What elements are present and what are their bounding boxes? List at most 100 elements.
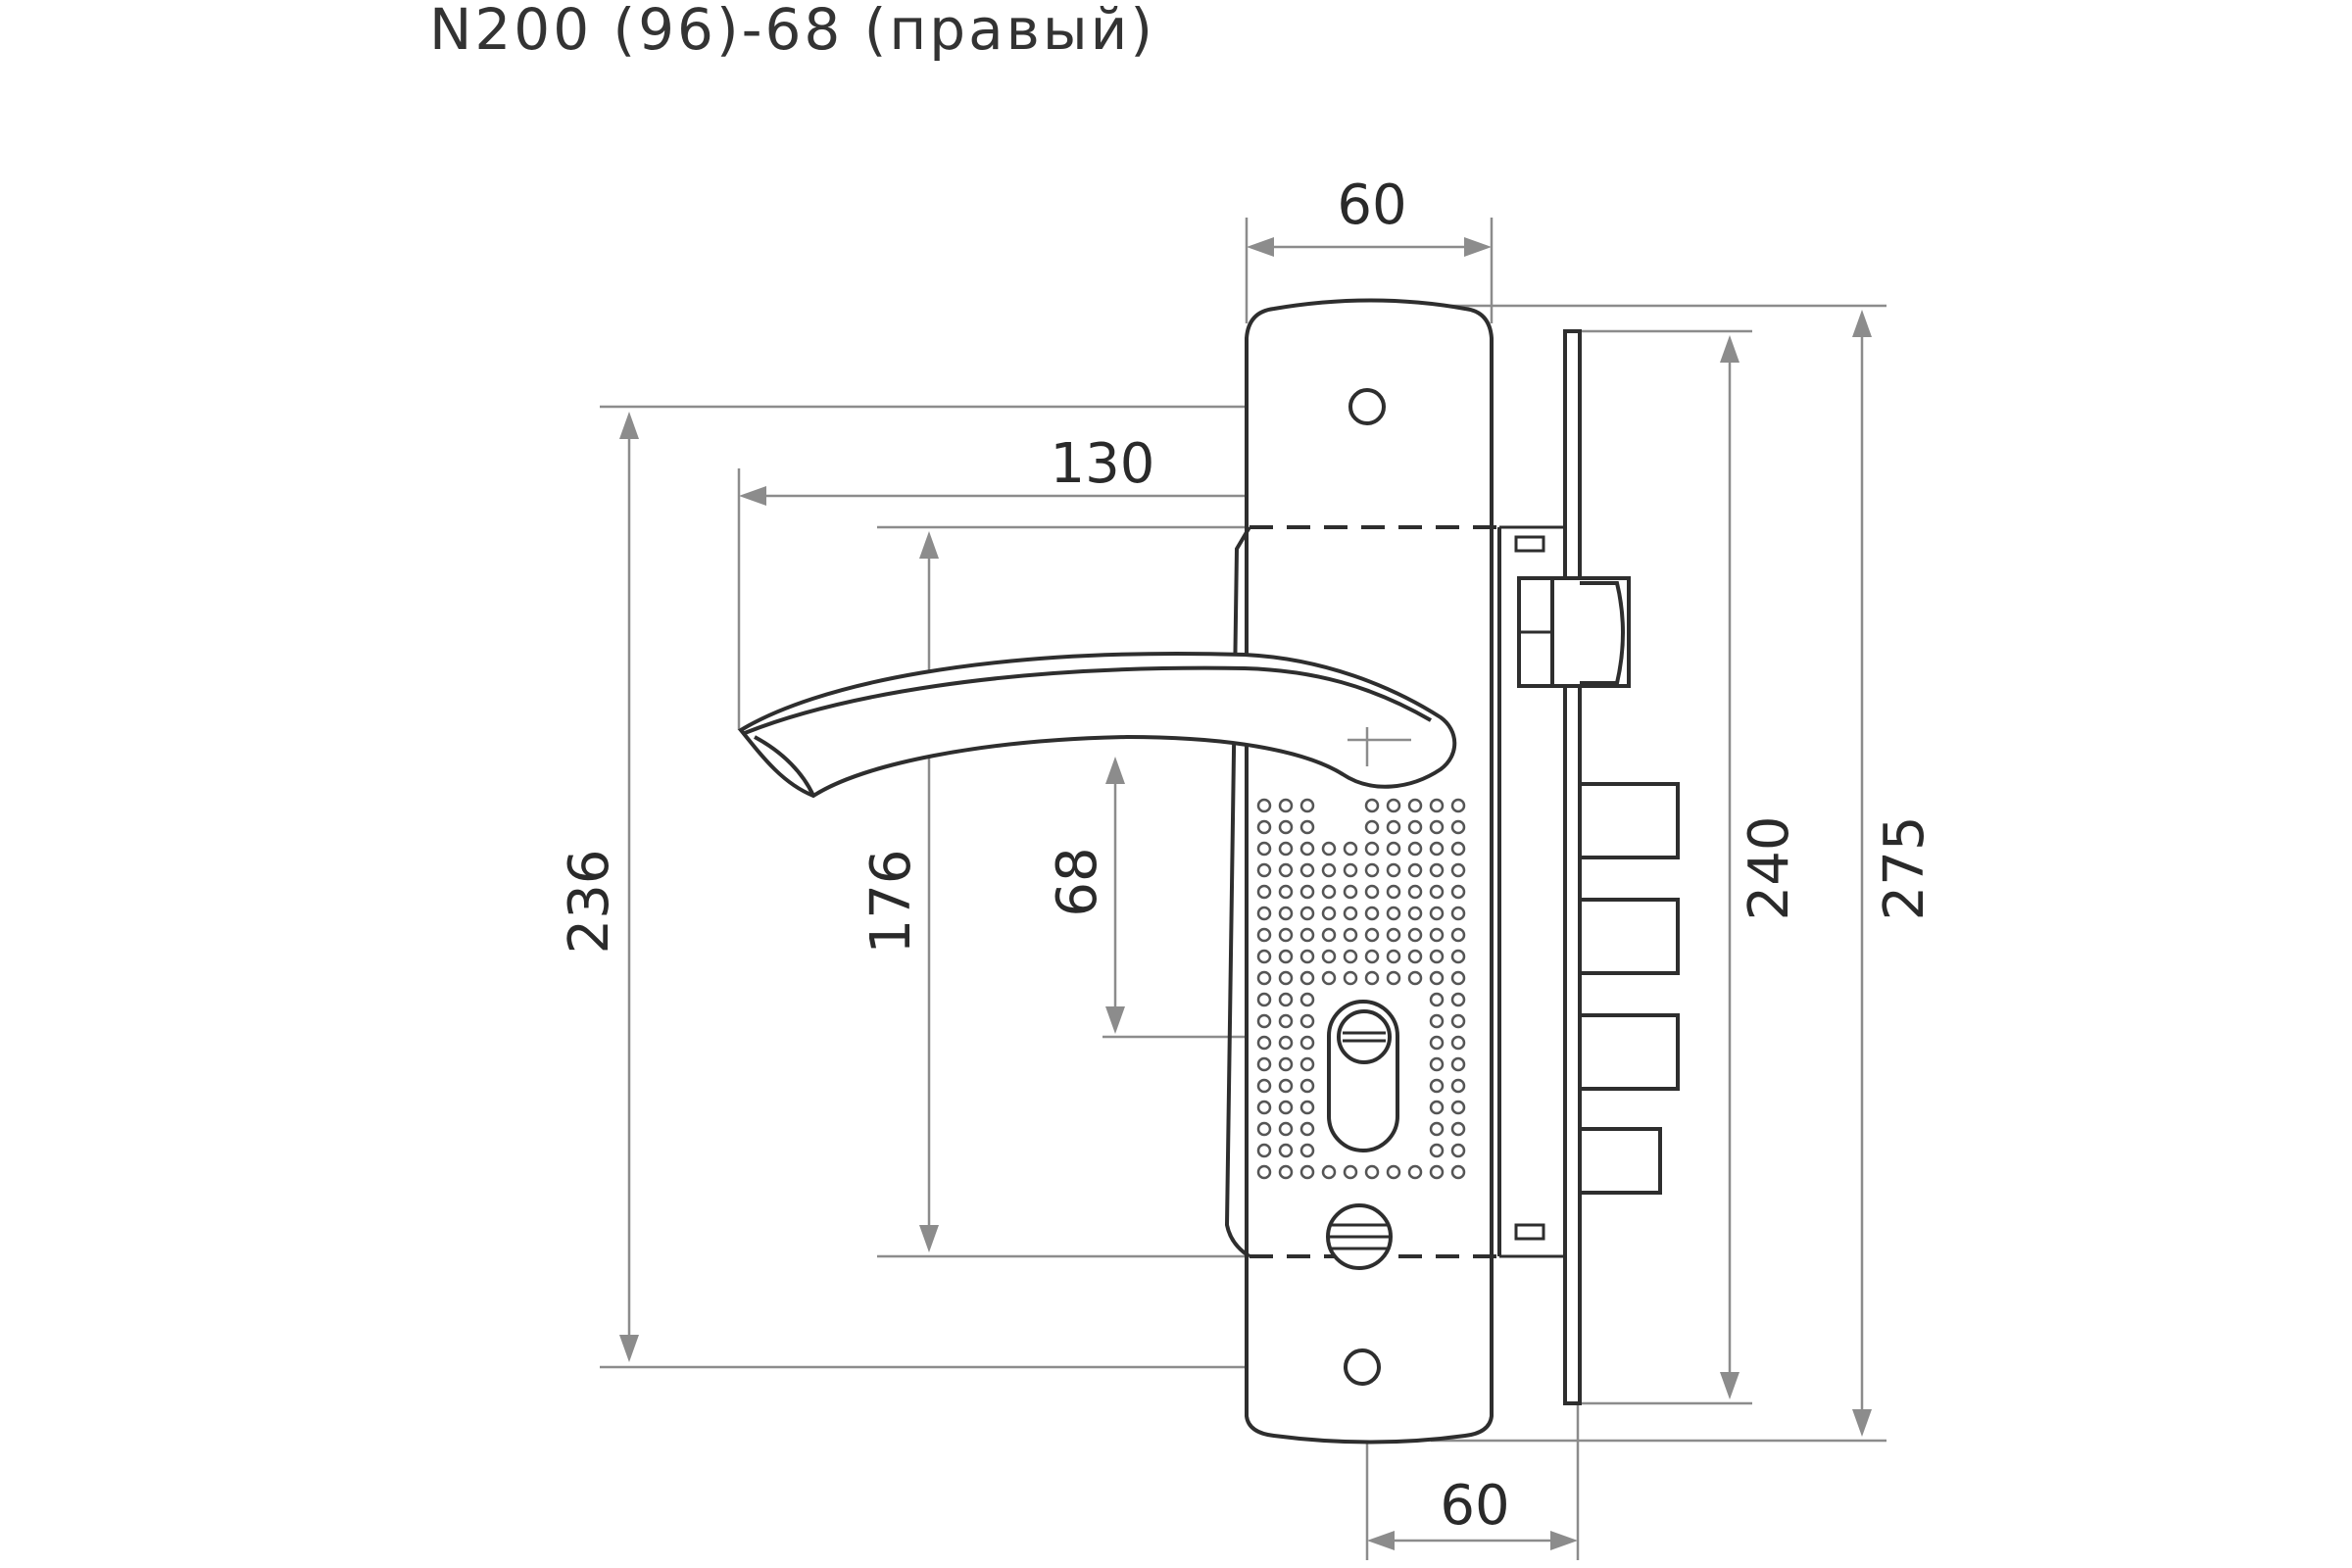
perforation-dot [1407,819,1423,835]
perforation-dot [1299,1056,1315,1072]
perforation-dot [1450,841,1466,857]
perforation-dot [1386,798,1401,813]
perforation-dot [1256,992,1272,1007]
perforation-dot [1386,970,1401,986]
perforation-dot [1299,949,1315,964]
dim-backset: 60 [1440,1474,1509,1538]
perforation-dot [1256,906,1272,921]
perforation-dot [1278,1100,1294,1115]
perforation-dot [1429,927,1445,943]
perforation-dot [1343,949,1358,964]
handle-plate [1224,298,1499,1445]
perforation-dot [1386,1164,1401,1180]
perforation-dot [1450,970,1466,986]
perforation-dot [1450,1078,1466,1094]
perforation-dot [1299,1164,1315,1180]
perforation-dot [1299,1143,1315,1158]
perforation-dot [1343,927,1358,943]
perforation-dot [1256,841,1272,857]
perforation-dot [1450,927,1466,943]
perforation-dot [1407,906,1423,921]
perforation-dot [1364,819,1380,835]
perforation-dot [1278,819,1294,835]
perforation-dot [1343,906,1358,921]
perforation-dot [1386,819,1401,835]
perforation-dot [1429,970,1445,986]
dim-overall-height: 275 [1873,816,1936,921]
perforation-dot [1450,1164,1466,1180]
perforation-dot [1278,1013,1294,1029]
perforation-dot [1299,819,1315,835]
perforation-dot [1299,841,1315,857]
perforation-dot [1256,1013,1272,1029]
perforation-dot [1299,1078,1315,1094]
perforation-dot [1278,992,1294,1007]
dimension-labels: 60 130 60 236 176 68 240 275 [558,173,1936,1538]
perforation-dot [1429,992,1445,1007]
perforation-dot [1386,906,1401,921]
perforation-dot [1407,862,1423,878]
perforation-dot [1450,798,1466,813]
perforation-dot [1256,1035,1272,1051]
dimension-lines [600,218,1886,1560]
perforation-dot [1278,862,1294,878]
cylinder-screw-icon [1337,1009,1392,1064]
perforation-dot [1299,1121,1315,1137]
lever-handle [738,651,1457,799]
perforation-dot [1343,970,1358,986]
perforation-dot [1407,970,1423,986]
perforation-dot [1450,884,1466,900]
perforation-dot [1321,884,1337,900]
perforation-dot [1278,927,1294,943]
perforation-dot [1343,884,1358,900]
perforation-dot [1450,1100,1466,1115]
diagram-title: N200 (96)-68 (правый) [429,0,1155,63]
perforation-dot [1256,949,1272,964]
perforation-dot [1364,841,1380,857]
perforation-dot [1321,927,1337,943]
perforation-dot [1299,1100,1315,1115]
perforation-dot [1450,992,1466,1007]
perforation-dot [1429,1035,1445,1051]
perforation-dot [1450,1143,1466,1158]
deadbolt-4 [1578,1127,1662,1195]
dim-plate-width: 60 [1337,173,1406,237]
perforation-dot [1364,970,1380,986]
perforation-dot [1407,927,1423,943]
perforation-dot [1450,1121,1466,1137]
perforation-dot [1386,862,1401,878]
perforation-dot [1429,949,1445,964]
perforation-dot [1407,841,1423,857]
perforation-dot [1450,1056,1466,1072]
perforation-dot [1343,841,1358,857]
perforation-dot [1429,819,1445,835]
dim-plate-interval: 176 [859,850,923,955]
dim-handle-length: 130 [1051,432,1155,496]
perforation-dot [1278,841,1294,857]
cylinder [1326,1000,1399,1270]
perforation-dot [1321,862,1337,878]
perforation-dot [1278,884,1294,900]
perforation-dot [1299,798,1315,813]
perforation-dot [1429,841,1445,857]
perforation-dot [1256,1100,1272,1115]
perforation-dot [1299,884,1315,900]
deadbolt-3 [1578,1013,1680,1091]
perforation-dot [1450,906,1466,921]
perforation-dot [1278,906,1294,921]
perforation-dot [1321,949,1337,964]
perforation-dot [1364,1164,1380,1180]
perforation-dot [1321,1164,1337,1180]
perforation-dot [1450,949,1466,964]
perforation-dot [1429,1013,1445,1029]
perforation-dot [1429,1078,1445,1094]
mortise-lock [1497,329,1680,1405]
perforation-dot [1256,1056,1272,1072]
perforation-dot [1256,819,1272,835]
perforation-dot [1450,862,1466,878]
perforation-dot [1256,1143,1272,1158]
perforation-dot [1429,1056,1445,1072]
perforation-dot [1407,884,1423,900]
perforation-dot [1278,970,1294,986]
